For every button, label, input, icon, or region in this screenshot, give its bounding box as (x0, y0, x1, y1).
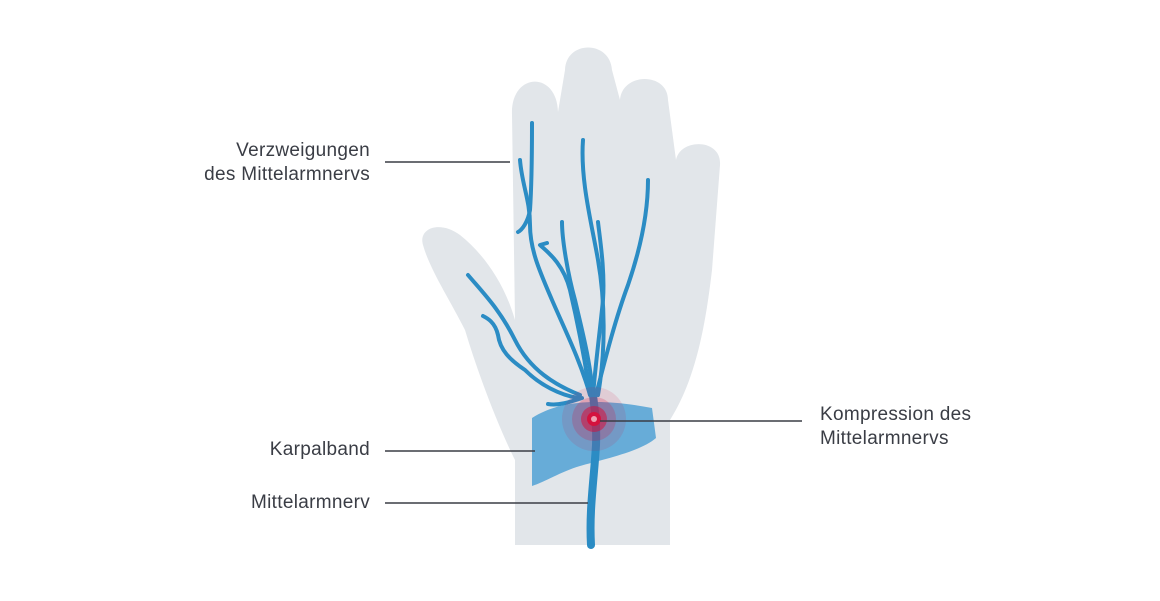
label-nerve-branches: Verzweigungen des Mittelarmnervs (204, 139, 370, 187)
label-compression: Kompression des Mittelarmnervs (820, 403, 971, 451)
compression-target-icon (562, 387, 626, 451)
label-nerve-branches-line1: Verzweigungen (236, 140, 370, 161)
label-compression-line2: Mittelarmnervs (820, 428, 949, 449)
label-carpal-ligament: Karpalband (269, 439, 370, 460)
label-compression-line1: Kompression des (820, 404, 972, 425)
label-nerve-branches-line2: des Mittelarmnervs (204, 164, 370, 185)
label-median-nerve: Mittelarmnerv (251, 492, 370, 513)
leader-lines (385, 161, 802, 504)
